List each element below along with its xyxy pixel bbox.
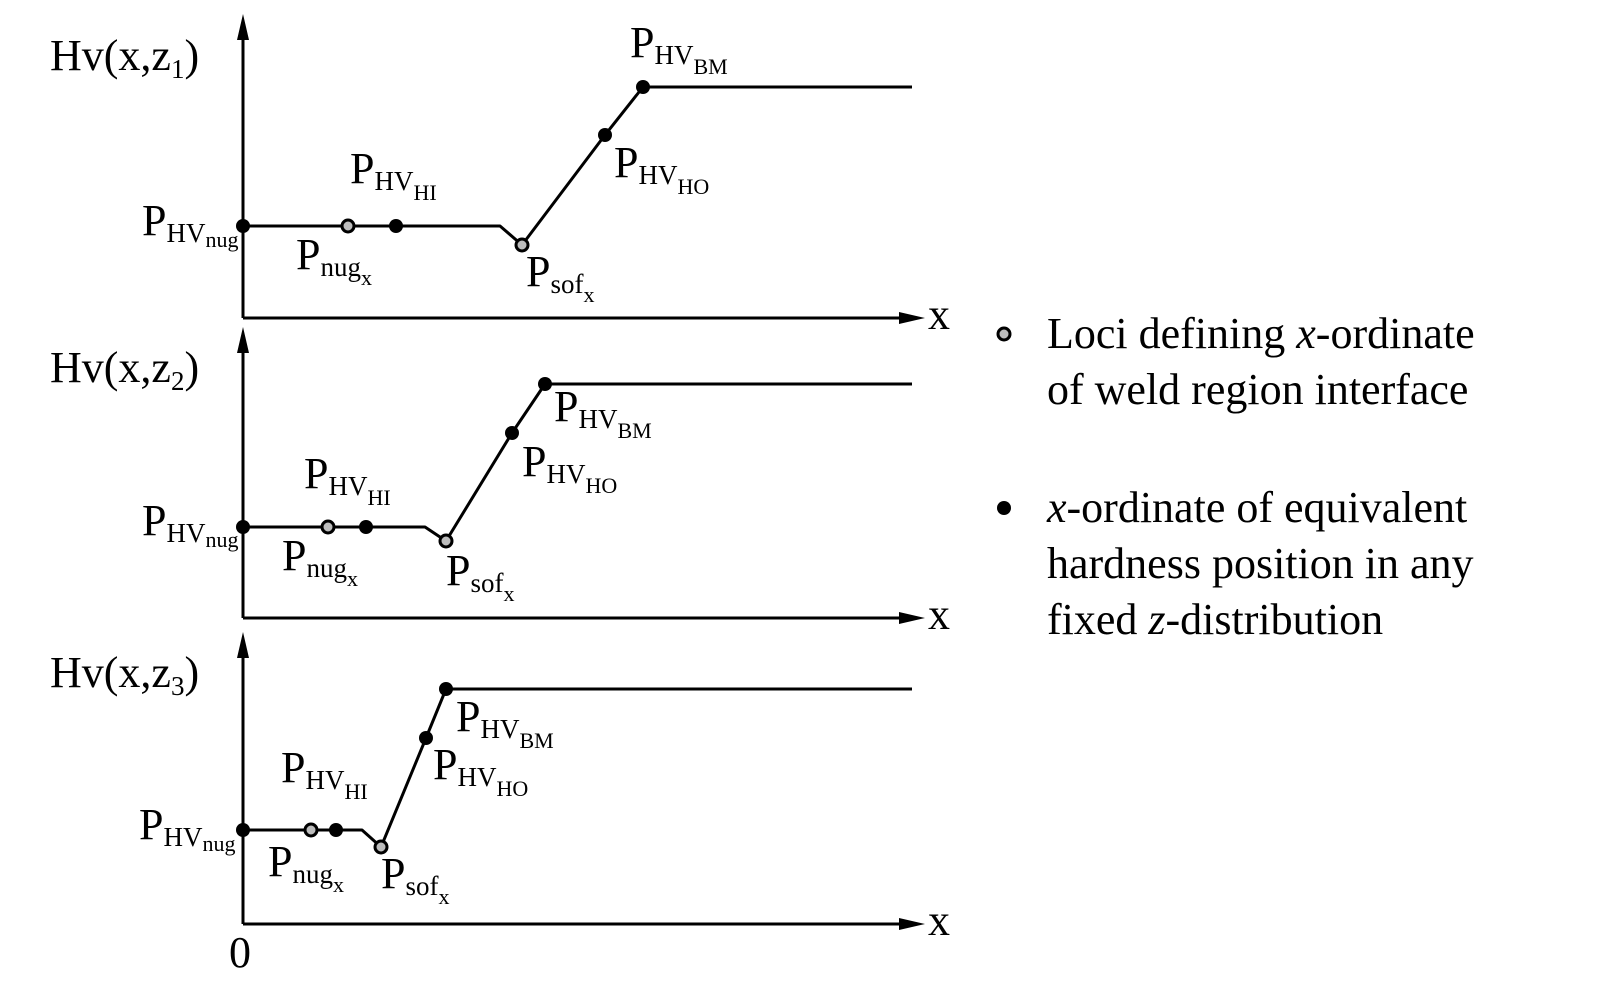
label-pnug-x: Pnugx xyxy=(296,230,372,290)
y-axis-arrow xyxy=(237,632,249,658)
x-axis-label: x xyxy=(928,290,950,339)
filled-point-ho xyxy=(505,426,519,440)
x-axis-label: x xyxy=(928,896,950,945)
legend-filled-line2: hardness position in any xyxy=(1047,539,1474,588)
filled-point-bm xyxy=(439,682,453,696)
y-axis-title: Hv(x,z3) xyxy=(50,648,199,701)
hollow-point-sofx xyxy=(373,839,389,855)
label-phv-ho: PHVHO xyxy=(614,138,709,199)
label-phv-bm: PHVBM xyxy=(554,382,652,443)
panel-z2: x Hv(x,z2) PHVnug PHVHI PHVHO PHVBM Pnug… xyxy=(50,327,950,639)
label-psof-x: Psofx xyxy=(446,546,514,606)
label-phv-ho: PHVHO xyxy=(522,437,617,498)
x-axis-arrow xyxy=(899,918,925,930)
hollow-point-nugx xyxy=(320,519,336,535)
hollow-point-sofx xyxy=(514,237,530,253)
label-phv-nug: PHVnug xyxy=(139,800,235,856)
filled-point-hi xyxy=(359,520,373,534)
hardness-curve xyxy=(243,382,912,543)
label-phv-ho: PHVHO xyxy=(433,740,528,801)
y-axis-arrow xyxy=(237,327,249,353)
hollow-point-sofx xyxy=(438,533,454,549)
label-phv-nug: PHVnug xyxy=(142,496,238,552)
filled-point-nug xyxy=(236,520,250,534)
label-phv-bm: PHVBM xyxy=(630,18,728,79)
filled-point-bm xyxy=(538,377,552,391)
x-axis-arrow xyxy=(899,312,925,324)
label-phv-hi: PHVHI xyxy=(350,144,437,205)
filled-point-hi xyxy=(389,219,403,233)
label-phv-bm: PHVBM xyxy=(456,692,554,753)
label-phv-hi: PHVHI xyxy=(304,449,391,510)
y-axis-title: Hv(x,z1) xyxy=(50,31,199,84)
filled-point-hi xyxy=(329,823,343,837)
label-psof-x: Psofx xyxy=(381,849,449,909)
filled-point-ho xyxy=(598,128,612,142)
hardness-curve xyxy=(243,85,912,247)
panel-z3: x 0 Hv(x,z3) PHVnug PHVHI PHVHO PHVBM Pn… xyxy=(50,632,950,977)
legend-filled-line3: fixed z-distribution xyxy=(1047,595,1383,644)
y-axis-title: Hv(x,z2) xyxy=(50,343,199,396)
x-axis-arrow xyxy=(899,612,925,624)
legend-hollow-line2: of weld region interface xyxy=(1047,365,1468,414)
legend-hollow-line1: Loci defining x-ordinate xyxy=(1047,309,1475,358)
filled-point-nug xyxy=(236,823,250,837)
label-pnug-x: Pnugx xyxy=(282,531,358,591)
hollow-point-nugx xyxy=(340,218,356,234)
label-phv-nug: PHVnug xyxy=(142,196,238,252)
filled-point-nug xyxy=(236,219,250,233)
filled-point-bm xyxy=(636,80,650,94)
label-psof-x: Psofx xyxy=(526,247,594,307)
legend-filled-line1: x-ordinate of equivalent xyxy=(1046,483,1467,532)
label-pnug-x: Pnugx xyxy=(268,837,344,897)
hollow-point-nugx xyxy=(303,822,319,838)
origin-label: 0 xyxy=(229,928,251,977)
panel-z1: x Hv(x,z1) PHVnug PHVHI PHVHO PHVBM Pnug… xyxy=(50,14,950,339)
filled-point-ho xyxy=(419,731,433,745)
label-phv-hi: PHVHI xyxy=(281,743,368,804)
legend-hollow-marker xyxy=(996,326,1012,342)
legend-filled-marker xyxy=(997,501,1011,515)
x-axis-label: x xyxy=(928,590,950,639)
legend: Loci defining x-ordinate of weld region … xyxy=(996,309,1475,644)
y-axis-arrow xyxy=(237,14,249,40)
